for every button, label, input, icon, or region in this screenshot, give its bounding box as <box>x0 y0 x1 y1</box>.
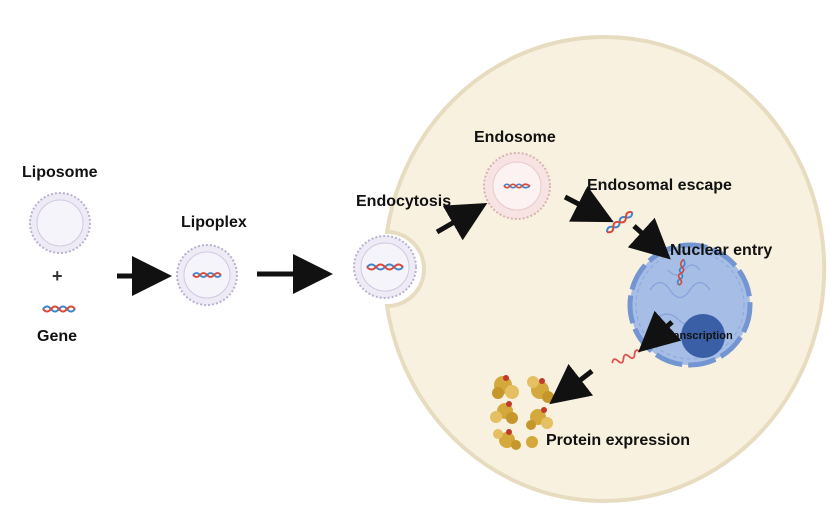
lipoplex <box>176 244 238 306</box>
dna-icon <box>366 263 404 271</box>
endocytosis-label: Endocytosis <box>356 193 452 210</box>
dna-icon <box>192 272 222 278</box>
arrow-icon <box>563 186 614 223</box>
arrow-icon <box>435 203 488 241</box>
nucleus <box>627 242 753 368</box>
gene-label: Gene <box>37 328 78 345</box>
liposome-label: Liposome <box>22 164 98 181</box>
arrow-icon <box>638 310 682 353</box>
protein-cluster-icon <box>490 375 554 450</box>
protein-expression-label: Protein expression <box>546 432 691 449</box>
arrow-icon <box>549 363 594 405</box>
dna-icon <box>503 183 531 189</box>
endosomal-escape-label: Endosomal escape <box>587 177 732 194</box>
nuclear-entry-label: Nuclear entry <box>670 242 773 259</box>
dna-icon <box>606 211 634 234</box>
endosome <box>483 152 551 220</box>
lipoplex-label: Lipoplex <box>181 214 247 231</box>
plus-sign: + <box>52 266 63 286</box>
mrna-icon <box>611 349 641 364</box>
endocytosis-vesicle <box>353 235 417 299</box>
dna-icon <box>42 305 76 313</box>
endosome-label: Endosome <box>474 129 556 146</box>
liposome <box>29 192 91 254</box>
dna-icon <box>676 258 686 286</box>
arrow-icon <box>627 217 671 260</box>
transcription-label: Transcription <box>663 330 733 342</box>
